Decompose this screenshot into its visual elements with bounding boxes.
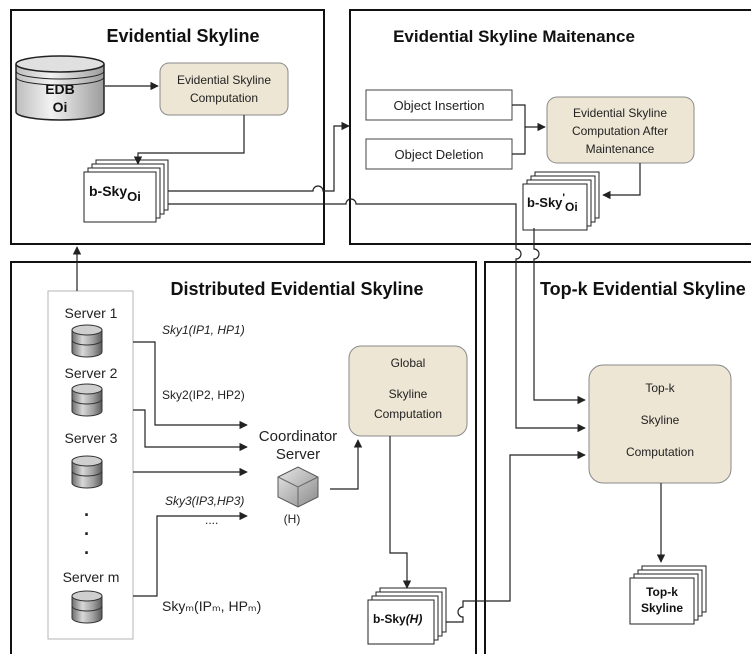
- arrow-server2: [133, 409, 248, 452]
- arrow-coordinator-to-global: [330, 439, 363, 490]
- bsky-h-document-icon: [367, 587, 447, 645]
- object-insertion-label: Object Insertion: [393, 98, 484, 113]
- title-topk: Top-k Evidential Skyline: [540, 279, 746, 299]
- arrow-deletion: [512, 127, 526, 155]
- server-2-database-icon: [71, 383, 103, 417]
- server-1-label: Server 1: [65, 305, 118, 321]
- topk-result-label-2: Skyline: [641, 601, 683, 615]
- bsky-prime-document-icon: [522, 171, 600, 231]
- title-maintenance: Evidential Skyline Maitenance: [393, 27, 635, 46]
- after-maint-label-3: Maintenance: [586, 142, 655, 156]
- arrow-maintenance-to-bskyprime: [602, 163, 641, 200]
- arrow-insertion: [512, 104, 546, 132]
- evidential-skyline-computation-box: [159, 62, 289, 116]
- computation-after-maintenance-box: [546, 96, 695, 164]
- arrow-computation-to-bsky: [133, 115, 245, 165]
- skym-label: Skyₘ(IPₘ, HPₘ): [162, 598, 261, 614]
- after-maint-label-1: Evidential Skyline: [573, 106, 667, 120]
- server-3-label: Server 3: [65, 430, 118, 446]
- computation-label-2: Computation: [190, 91, 258, 105]
- bsky-oi-document-icon: [83, 159, 169, 223]
- connectors: [72, 81, 666, 623]
- topk-skyline-document-icon: [629, 565, 707, 625]
- edb-database-icon: [15, 55, 105, 121]
- server-2-label: Server 2: [65, 365, 118, 381]
- arrow-bskyprime-to-topk: [533, 228, 586, 405]
- topk-comp-label-3: Computation: [626, 445, 694, 459]
- arrow-bskyh-to-topk: [446, 450, 586, 623]
- title-distributed: Distributed Evidential Skyline: [170, 279, 423, 299]
- server-1-database-icon: [71, 324, 103, 358]
- global-label-1: Global: [391, 356, 426, 370]
- server-3-database-icon: [71, 455, 103, 489]
- after-maint-label-2: Computation After: [572, 124, 668, 138]
- panel-distributed: [10, 261, 477, 654]
- panel-maintenance: [349, 9, 751, 245]
- server-dot-2: ·: [84, 524, 90, 544]
- server-dot-3: ·: [84, 543, 90, 563]
- global-label-3: Computation: [374, 407, 442, 421]
- bsky-h-label: b-Sky(H): [373, 612, 422, 626]
- global-skyline-computation-box: [348, 345, 468, 437]
- line-bsky-to-topk: [168, 198, 586, 433]
- coordinator-h-label: (H): [284, 512, 301, 526]
- sky1-label: Sky1(IP1, HP1): [162, 323, 245, 337]
- server-dot-1: ·: [84, 505, 90, 525]
- coordinator-server-icon: [277, 466, 319, 508]
- topk-comp-label-2: Skyline: [641, 413, 680, 427]
- topk-result-label-1: Top-k: [646, 585, 678, 599]
- server-m-database-icon: [71, 590, 103, 624]
- arrow-bsky-to-maintenance: [168, 121, 350, 192]
- topk-comp-label-1: Top-k: [645, 381, 675, 395]
- object-deletion-label: Object Deletion: [395, 147, 484, 162]
- object-insertion-box: [365, 89, 513, 121]
- object-deletion-box: [365, 138, 513, 170]
- edb-oi-label: Oi: [53, 99, 68, 115]
- computation-label-1: Evidential Skyline: [177, 73, 271, 87]
- sky-dots-label: ....: [205, 513, 218, 527]
- arrow-global-to-bskyh: [389, 436, 412, 589]
- bsky-prime-label: b-Sky'Oi: [527, 192, 578, 214]
- title-evidential-skyline: Evidential Skyline: [106, 26, 259, 46]
- sky2-label: Sky2(IP2, HP2): [162, 388, 245, 402]
- sky3-label: Sky3(IP3,HP3): [165, 494, 244, 508]
- global-label-2: Skyline: [389, 387, 428, 401]
- coordinator-label-1: Coordinator: [259, 428, 337, 445]
- coordinator-label-2: Server: [276, 446, 320, 463]
- panel-evidential-skyline: [10, 9, 325, 245]
- arrow-server1: [133, 341, 248, 430]
- edb-label: EDB: [45, 81, 75, 97]
- topk-skyline-computation-box: [588, 364, 732, 484]
- bsky-oi-label: b-SkyOi: [89, 183, 141, 204]
- panel-topk: [484, 261, 751, 654]
- arrow-serverm: [133, 511, 248, 597]
- server-m-label: Server m: [63, 569, 120, 585]
